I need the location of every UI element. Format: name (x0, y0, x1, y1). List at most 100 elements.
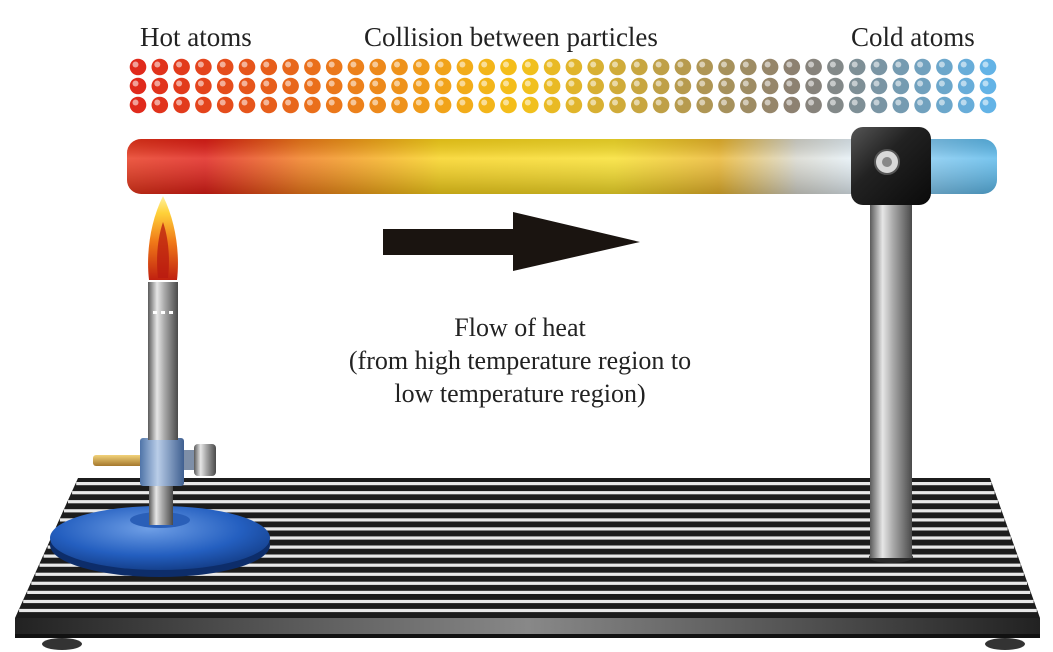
atom-highlight (764, 61, 771, 68)
atom (848, 58, 866, 76)
atom-highlight (328, 80, 335, 87)
atom (718, 96, 735, 114)
atom (260, 77, 278, 95)
atom (979, 58, 997, 76)
atom (957, 58, 975, 76)
atom (783, 58, 801, 76)
atom-highlight (524, 61, 531, 68)
atom (696, 77, 713, 95)
atom-highlight (481, 99, 488, 106)
atom (304, 77, 321, 95)
atom-highlight (851, 99, 858, 106)
plate-stripe (47, 545, 1015, 549)
atom (478, 77, 496, 95)
atom (892, 77, 910, 95)
rod-clamp (851, 127, 931, 205)
atom-highlight (677, 80, 684, 87)
atom-highlight (982, 61, 989, 68)
atom (543, 58, 561, 76)
plate-foot-left (42, 638, 82, 650)
atom-highlight (415, 80, 422, 87)
atom (892, 58, 910, 76)
atom (652, 77, 670, 95)
atom-highlight (633, 99, 640, 106)
atom (151, 96, 169, 114)
atom-highlight (633, 80, 640, 87)
atom-highlight (263, 61, 270, 68)
atom-highlight (503, 80, 509, 87)
atom (740, 96, 757, 114)
atom-highlight (415, 61, 422, 68)
atom (870, 58, 888, 76)
atom-highlight (873, 61, 880, 68)
atom (761, 77, 779, 95)
plate-stripe (35, 572, 1024, 576)
atom (456, 96, 474, 114)
atom (238, 58, 256, 76)
atom-highlight (568, 61, 575, 68)
atom-highlight (132, 61, 139, 68)
atom-highlight (372, 61, 379, 68)
atom (369, 77, 387, 95)
plate-stripe (39, 563, 1021, 567)
air-collar (140, 438, 184, 486)
atom-highlight (721, 80, 727, 87)
atom-highlight (982, 80, 989, 87)
atom (478, 96, 496, 114)
atom-highlight (721, 61, 727, 68)
atom-highlight (677, 61, 684, 68)
atom (434, 77, 452, 95)
atom (238, 96, 256, 114)
atom-highlight (285, 61, 292, 68)
atom-highlight (350, 61, 357, 68)
atom-highlight (808, 99, 815, 106)
retort-stand (869, 200, 913, 563)
atom-highlight (764, 80, 771, 87)
atom-highlight (481, 80, 488, 87)
atom-highlight (394, 61, 400, 68)
plate-stripe (76, 482, 992, 486)
atom (434, 96, 452, 114)
atom (848, 96, 866, 114)
atom (565, 96, 583, 114)
atom (195, 58, 212, 76)
burner-tube (148, 282, 178, 440)
atom-highlight (960, 80, 967, 87)
atom-highlight (306, 80, 313, 87)
atom-highlight (459, 61, 466, 68)
atom-highlight (873, 80, 880, 87)
air-valve-knob (194, 444, 216, 476)
atom (369, 96, 387, 114)
atom (216, 77, 234, 95)
atom (892, 96, 910, 114)
atom (565, 58, 583, 76)
atom-highlight (350, 99, 357, 106)
atom (870, 96, 888, 114)
atom (173, 77, 190, 95)
atom-highlight (285, 99, 292, 106)
atom-highlight (524, 80, 531, 87)
atom (783, 96, 801, 114)
atom (609, 77, 626, 95)
atom (914, 96, 931, 114)
atom-highlight (873, 99, 880, 106)
atom (500, 58, 517, 76)
atom (238, 77, 256, 95)
plate-foot-right (985, 638, 1025, 650)
atom-highlight (590, 61, 597, 68)
plate-stripe (27, 590, 1031, 594)
atom-highlight (437, 80, 444, 87)
atom-highlight (786, 80, 793, 87)
atom (173, 58, 190, 76)
atom (957, 77, 975, 95)
atom (870, 77, 888, 95)
atom (674, 77, 692, 95)
atom-highlight (612, 61, 618, 68)
atom-highlight (459, 99, 466, 106)
atom-highlight (655, 61, 662, 68)
atom (848, 77, 866, 95)
atom (478, 58, 496, 76)
atom-highlight (590, 80, 597, 87)
atom-highlight (154, 80, 161, 87)
atom-highlight (612, 99, 618, 106)
